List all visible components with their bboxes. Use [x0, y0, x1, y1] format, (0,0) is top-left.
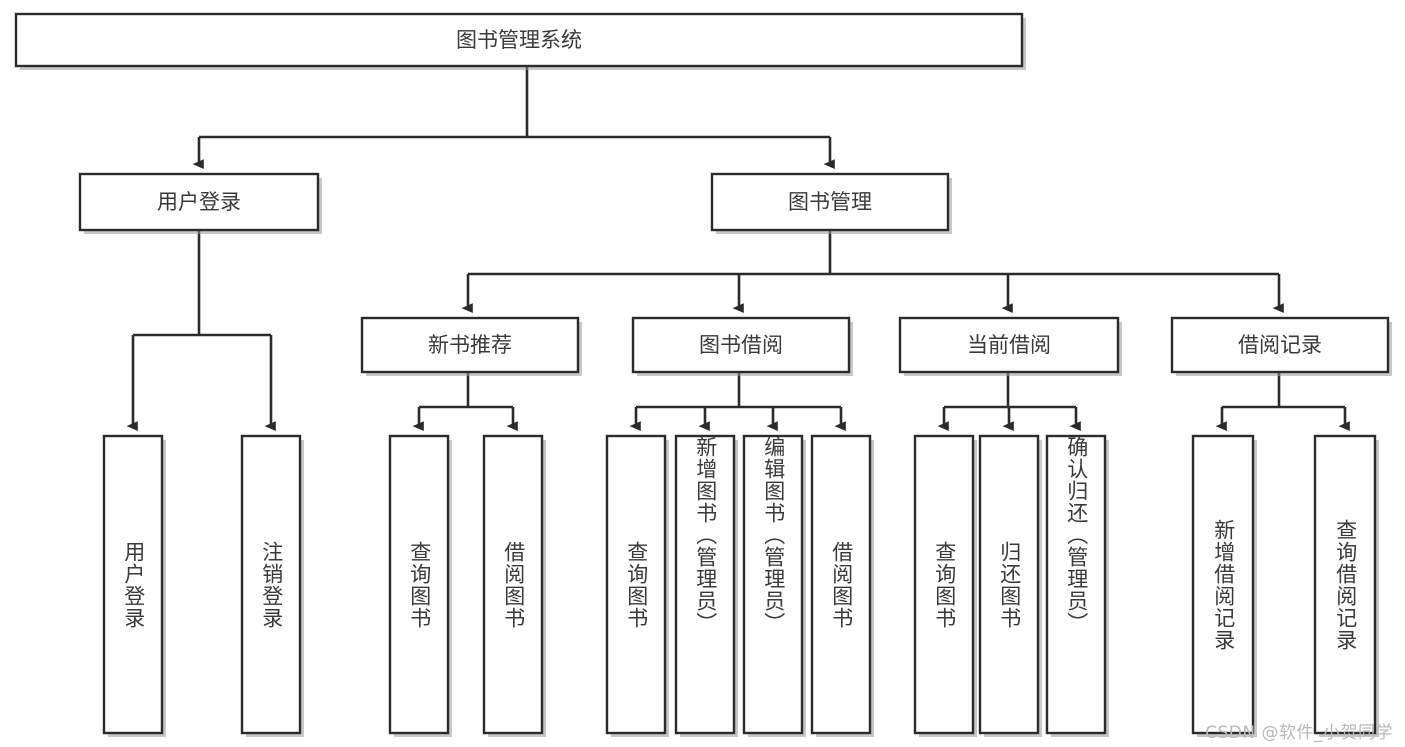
leaf-box-group	[102, 434, 1379, 737]
leaf-box-book-borrow-1[interactable]	[605, 434, 667, 735]
leaf-box-new-book-2[interactable]	[482, 434, 544, 735]
node-book-manage[interactable]: 图书管理	[710, 172, 952, 234]
node-root[interactable]: 图书管理系统	[14, 12, 1026, 70]
leaf-box-book-borrow-4[interactable]	[810, 434, 872, 735]
leaf-box-current-borrow-3[interactable]	[1045, 434, 1107, 735]
node-book-manage-label: 图书管理	[788, 190, 872, 214]
leaf-box-new-book-1[interactable]	[388, 434, 450, 735]
node-borrow-record[interactable]: 借阅记录	[1170, 316, 1392, 376]
node-book-borrow[interactable]: 图书借阅	[631, 316, 853, 376]
edge-group	[126, 66, 1350, 432]
leaf-box-user-login-1[interactable]	[102, 434, 164, 735]
node-new-book-recommend[interactable]: 新书推荐	[360, 316, 582, 376]
leaf-box-user-login-2[interactable]	[240, 434, 302, 735]
node-borrow-record-label: 借阅记录	[1238, 333, 1322, 357]
node-new-book-recommend-label: 新书推荐	[428, 333, 512, 357]
node-current-borrow-label: 当前借阅	[967, 333, 1051, 357]
node-current-borrow[interactable]: 当前借阅	[898, 316, 1122, 376]
leaf-box-book-borrow-2[interactable]	[674, 434, 736, 735]
node-book-borrow-label: 图书借阅	[699, 333, 783, 357]
leaf-box-current-borrow-1[interactable]	[913, 434, 975, 735]
leaf-box-book-borrow-3[interactable]	[742, 434, 804, 735]
node-user-login-label: 用户登录	[157, 190, 241, 214]
node-root-label: 图书管理系统	[456, 28, 582, 52]
csdn-watermark: CSDN @软件_小贺同学	[1205, 723, 1393, 743]
leaf-box-current-borrow-2[interactable]	[978, 434, 1040, 735]
leaf-box-borrow-record-1[interactable]	[1191, 434, 1255, 735]
node-user-login[interactable]: 用户登录	[78, 172, 322, 234]
leaf-box-borrow-record-2[interactable]	[1313, 434, 1377, 735]
